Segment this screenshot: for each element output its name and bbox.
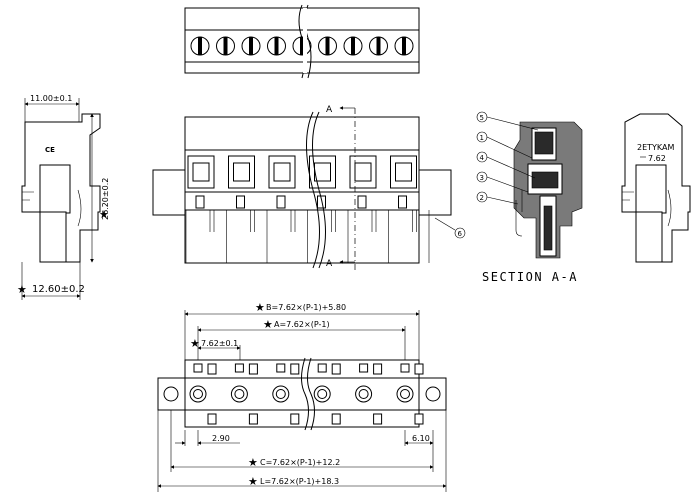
pin bbox=[317, 195, 336, 232]
left-side-view: 11.00±0.1 CE 26.20±0.2 ★ ★ 12.60±0.2 bbox=[17, 94, 110, 300]
screw-head-icon bbox=[216, 36, 235, 56]
section-marker-top: A bbox=[326, 105, 333, 115]
pin-hole bbox=[313, 385, 331, 403]
dim-C-label: C=7.62×(P-1)+12.2 bbox=[260, 458, 340, 467]
callout-number: 5 bbox=[480, 114, 484, 122]
pin bbox=[195, 195, 215, 232]
slot bbox=[359, 363, 383, 425]
left-flange bbox=[152, 169, 186, 216]
slot bbox=[400, 363, 424, 425]
right-label-line2: 7.62 bbox=[648, 154, 666, 163]
dim-left-label: 2.90 bbox=[212, 434, 230, 443]
wire-opening bbox=[268, 155, 296, 189]
section-callout: 5 bbox=[476, 111, 539, 131]
wire-opening bbox=[228, 155, 255, 189]
screw-head-icon bbox=[394, 36, 414, 56]
wire-opening bbox=[349, 155, 377, 189]
ce-mark: CE bbox=[45, 146, 55, 154]
dim-A-label: A=7.62×(P-1) bbox=[274, 320, 330, 329]
callout-number: 2 bbox=[480, 194, 484, 202]
section-callouts: 5 1 4 3 2 bbox=[476, 111, 539, 205]
pin bbox=[236, 195, 255, 232]
pin bbox=[357, 195, 377, 232]
dim-right-label: 6.10 bbox=[412, 434, 430, 443]
screw-head-icon bbox=[343, 36, 363, 56]
section-callout: 4 bbox=[476, 151, 536, 179]
pin-hole bbox=[355, 385, 373, 403]
base-dimension-label: 12.60±0.2 bbox=[32, 284, 85, 295]
callout-6: 6 bbox=[458, 230, 463, 238]
right-label-line1: 2ETYKAM bbox=[637, 143, 674, 152]
callout-number: 4 bbox=[480, 154, 485, 162]
section-view: 5 1 4 3 2 SECTION A-A bbox=[476, 111, 583, 284]
callout-number: 3 bbox=[480, 174, 484, 182]
critical-star: ★ bbox=[17, 283, 27, 296]
dim-pitch-label: 7.62±0.1 bbox=[201, 339, 238, 348]
pin-row bbox=[185, 195, 430, 263]
screw-head-icon bbox=[369, 36, 388, 56]
slot bbox=[193, 363, 217, 425]
screw-head-icon bbox=[241, 36, 261, 56]
mount-hole-left bbox=[163, 386, 179, 402]
pin bbox=[276, 195, 296, 232]
screw-head-icon bbox=[318, 36, 337, 56]
bottom-view: ★ B=7.62×(P-1)+5.80 ★ A=7.62×(P-1) ★ 7.6… bbox=[157, 301, 447, 492]
front-body bbox=[184, 116, 420, 264]
pin-hole bbox=[272, 385, 290, 403]
pin-hole bbox=[230, 385, 248, 403]
wire-opening bbox=[187, 155, 215, 189]
dim-L-label: L=7.62×(P-1)+18.3 bbox=[260, 477, 339, 486]
section-marker-bottom: A bbox=[326, 259, 333, 269]
width-dimension-label: 11.00±0.1 bbox=[30, 94, 72, 103]
bottom-pins bbox=[189, 385, 414, 403]
wire-opening bbox=[309, 155, 336, 189]
screw-head-icon bbox=[267, 36, 286, 56]
section-callout: 1 bbox=[476, 131, 533, 159]
screw-head-icon bbox=[190, 36, 210, 56]
section-title: SECTION A-A bbox=[482, 270, 578, 284]
dim-B-label: B=7.62×(P-1)+5.80 bbox=[266, 303, 346, 312]
callout-number: 1 bbox=[480, 134, 484, 142]
critical-star: ★ bbox=[263, 318, 273, 331]
section-callout: 2 bbox=[476, 191, 519, 205]
right-side-view: 2ETYKAM 7.62 bbox=[621, 113, 691, 263]
mount-hole-right bbox=[425, 386, 441, 402]
critical-star: ★ bbox=[248, 456, 258, 469]
screw-row bbox=[190, 36, 414, 56]
slot bbox=[234, 363, 258, 425]
right-flange bbox=[418, 169, 452, 216]
critical-star: ★ bbox=[248, 475, 258, 488]
slot bbox=[317, 363, 341, 425]
pin bbox=[398, 195, 417, 232]
front-view: A A 6 bbox=[152, 105, 466, 270]
section-callout: 3 bbox=[476, 171, 529, 193]
top-view bbox=[184, 4, 420, 79]
height-dimension-label: 26.20±0.2 bbox=[101, 178, 110, 220]
wire-openings bbox=[187, 155, 417, 189]
slot bbox=[276, 363, 300, 425]
bottom-slots bbox=[193, 363, 424, 425]
pin-hole bbox=[189, 385, 207, 403]
pin-hole bbox=[396, 385, 414, 403]
wire-opening bbox=[390, 155, 417, 189]
critical-star: ★ bbox=[190, 337, 200, 350]
critical-star: ★ bbox=[99, 208, 109, 221]
critical-star: ★ bbox=[255, 301, 265, 314]
